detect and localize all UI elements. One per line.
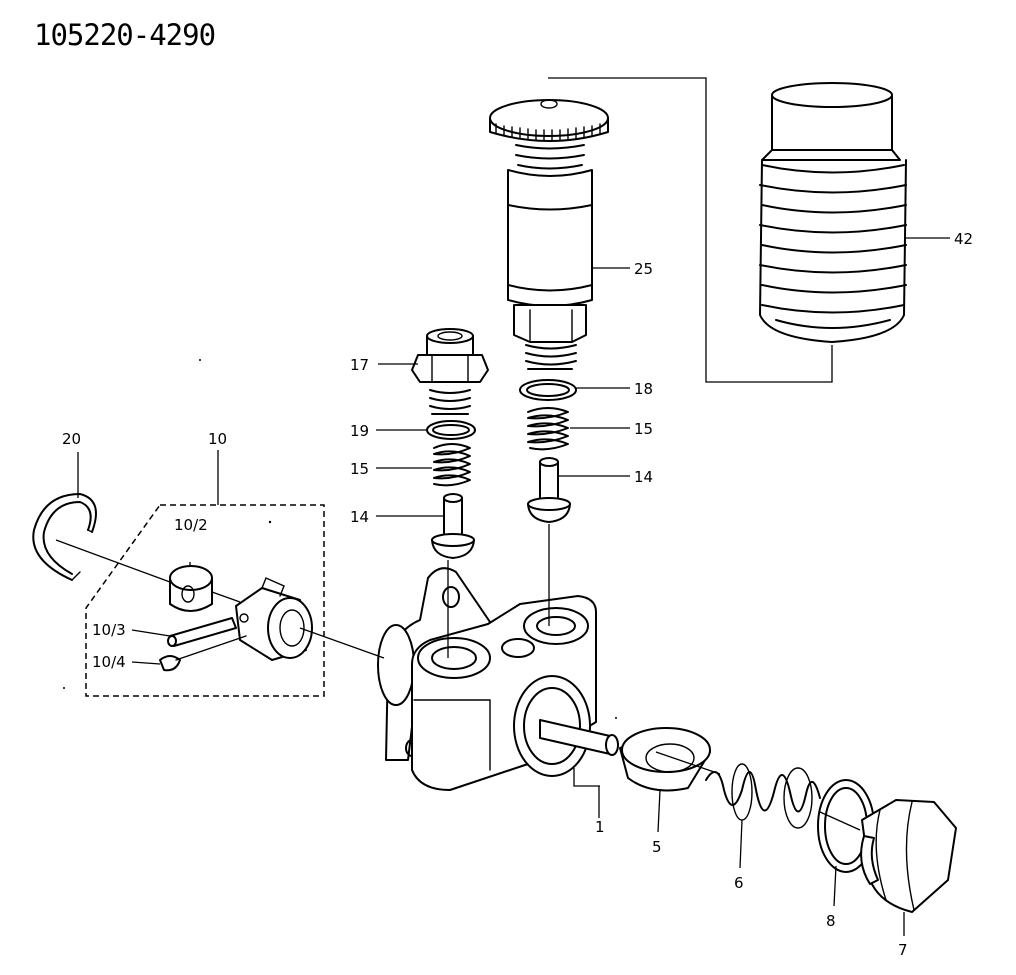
callout-42: 42 [954, 230, 973, 248]
piston-spring-6 [705, 763, 821, 829]
leader-lines [77, 237, 950, 936]
roller-10-2 [169, 565, 213, 612]
spring-15-left [433, 443, 471, 487]
retainer-10-4 [159, 635, 247, 672]
spring-15-right [527, 407, 569, 451]
callout-7: 7 [898, 941, 908, 959]
callout-10-4: 10/4 [92, 653, 126, 671]
callout-20: 20 [62, 430, 81, 448]
callout-19: 19 [350, 422, 369, 440]
callout-10-2: 10/2 [174, 516, 208, 534]
callout-17: 17 [350, 356, 369, 374]
scan-specks [63, 359, 617, 719]
callout-8: 8 [826, 912, 836, 930]
valve-14-left [431, 493, 475, 559]
part-number-title: 105220-4290 [34, 18, 215, 52]
pin-10-3 [167, 617, 237, 647]
o-ring-19 [426, 420, 476, 440]
assembly-lines [55, 77, 861, 831]
callout-14-right: 14 [634, 468, 653, 486]
callout-5: 5 [652, 838, 662, 856]
group-10-box [85, 450, 325, 697]
callout-1: 1 [595, 818, 605, 836]
bellows-boot [759, 82, 907, 343]
callout-10-3: 10/3 [92, 621, 126, 639]
callout-15-left: 15 [350, 460, 369, 478]
callout-18: 18 [634, 380, 653, 398]
piston-1 [539, 719, 619, 756]
callout-25: 25 [634, 260, 653, 278]
callout-14-left: 14 [350, 508, 369, 526]
callout-10: 10 [208, 430, 227, 448]
tappet-10 [235, 577, 313, 661]
callout-6: 6 [734, 874, 744, 892]
valve-14-right [527, 457, 571, 523]
callout-labels: 1 5 6 7 8 10 10/2 10/3 10/4 14 14 15 15 … [62, 230, 973, 959]
piston-sleeve-5 [619, 727, 711, 792]
priming-pump [489, 99, 609, 370]
o-ring-18 [519, 379, 577, 401]
snap-ring-20 [32, 493, 97, 581]
plug-screw-7 [860, 799, 957, 913]
callout-15-right: 15 [634, 420, 653, 438]
pump-body-1 [377, 567, 597, 791]
valve-holder-17 [411, 328, 489, 415]
